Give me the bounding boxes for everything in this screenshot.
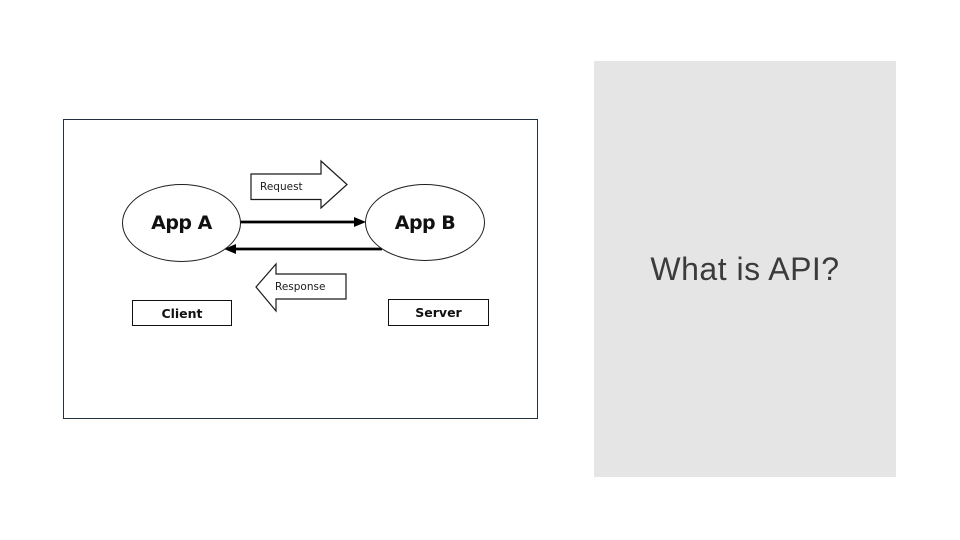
client-box: Client: [132, 300, 232, 326]
response-label: Response: [275, 280, 326, 293]
app-a-label: App A: [151, 212, 212, 234]
client-label: Client: [161, 305, 203, 321]
diagram-connectors: [224, 159, 382, 313]
app-b-node: App B: [365, 184, 485, 261]
request-label: Request: [260, 180, 303, 193]
title-panel: What is API?: [594, 61, 896, 477]
server-label: Server: [415, 305, 462, 320]
slide-title: What is API?: [650, 250, 840, 287]
server-box: Server: [388, 299, 489, 326]
app-a-node: App A: [122, 184, 241, 262]
app-b-label: App B: [394, 211, 456, 234]
diagram-frame: App A App B Request Response Client Serv…: [63, 119, 538, 419]
